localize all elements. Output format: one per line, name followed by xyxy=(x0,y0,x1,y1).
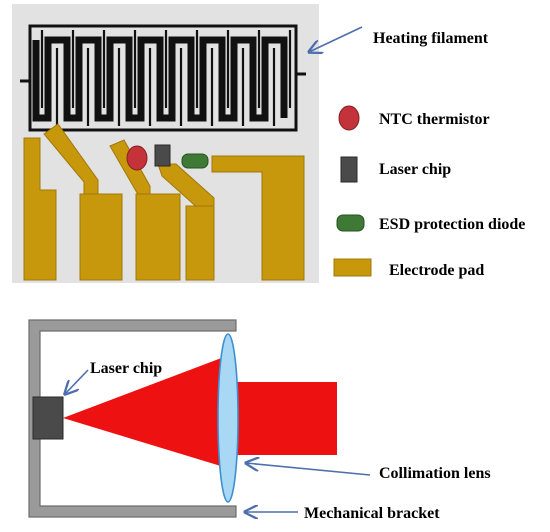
electrode-pad-2 xyxy=(79,193,123,281)
electrode-traces xyxy=(23,123,305,281)
laser-module-panel xyxy=(28,319,337,518)
laser-chip-module xyxy=(32,396,64,440)
legend-laser-chip-swatch xyxy=(340,156,358,183)
collimation-lens-label: Collimation lens xyxy=(379,465,491,482)
filament-frame xyxy=(28,24,298,132)
heating-filament xyxy=(32,36,288,122)
electrode-pad-4 xyxy=(185,205,215,281)
bottom-labels: Laser chip Collimation lens Mechanical b… xyxy=(65,360,491,522)
electrode-pad-label: Electrode pad xyxy=(389,262,484,279)
heating-filament-label: Heating filament xyxy=(373,30,489,47)
ntc-thermistor-label: NTC thermistor xyxy=(379,111,490,128)
ntc-thermistor xyxy=(126,145,148,171)
collimation-lens-arrow xyxy=(246,463,371,476)
electrode-pad-3 xyxy=(135,193,181,281)
heating-filament-inner xyxy=(40,30,292,126)
laser-chip-arrow xyxy=(65,369,89,394)
laser-beam-collimated xyxy=(224,382,337,455)
chip-layout-panel xyxy=(12,4,319,283)
legend-thermistor-swatch xyxy=(338,105,360,131)
legend-electrode-swatch xyxy=(333,258,372,277)
electrode-pad-5 xyxy=(211,155,305,281)
laser-chip-label-top: Laser chip xyxy=(379,161,451,178)
laser-chip-label-bottom: Laser chip xyxy=(90,360,162,377)
electrode-pad-1 xyxy=(23,137,57,281)
laser-chip xyxy=(154,144,171,167)
electrode-trace-3 xyxy=(109,139,151,199)
legend-esd-swatch xyxy=(336,214,365,232)
top-legend: Heating filament NTC thermistor Laser ch… xyxy=(309,26,525,279)
esd-diode-label: ESD protection diode xyxy=(379,216,525,233)
laser-beam-diverging xyxy=(63,357,224,467)
mechanical-bracket xyxy=(28,319,237,518)
collimation-lens xyxy=(217,333,239,503)
esd-protection-diode xyxy=(181,153,209,169)
mechanical-bracket-label: Mechanical bracket xyxy=(304,505,440,522)
heating-filament-arrow xyxy=(309,26,363,52)
